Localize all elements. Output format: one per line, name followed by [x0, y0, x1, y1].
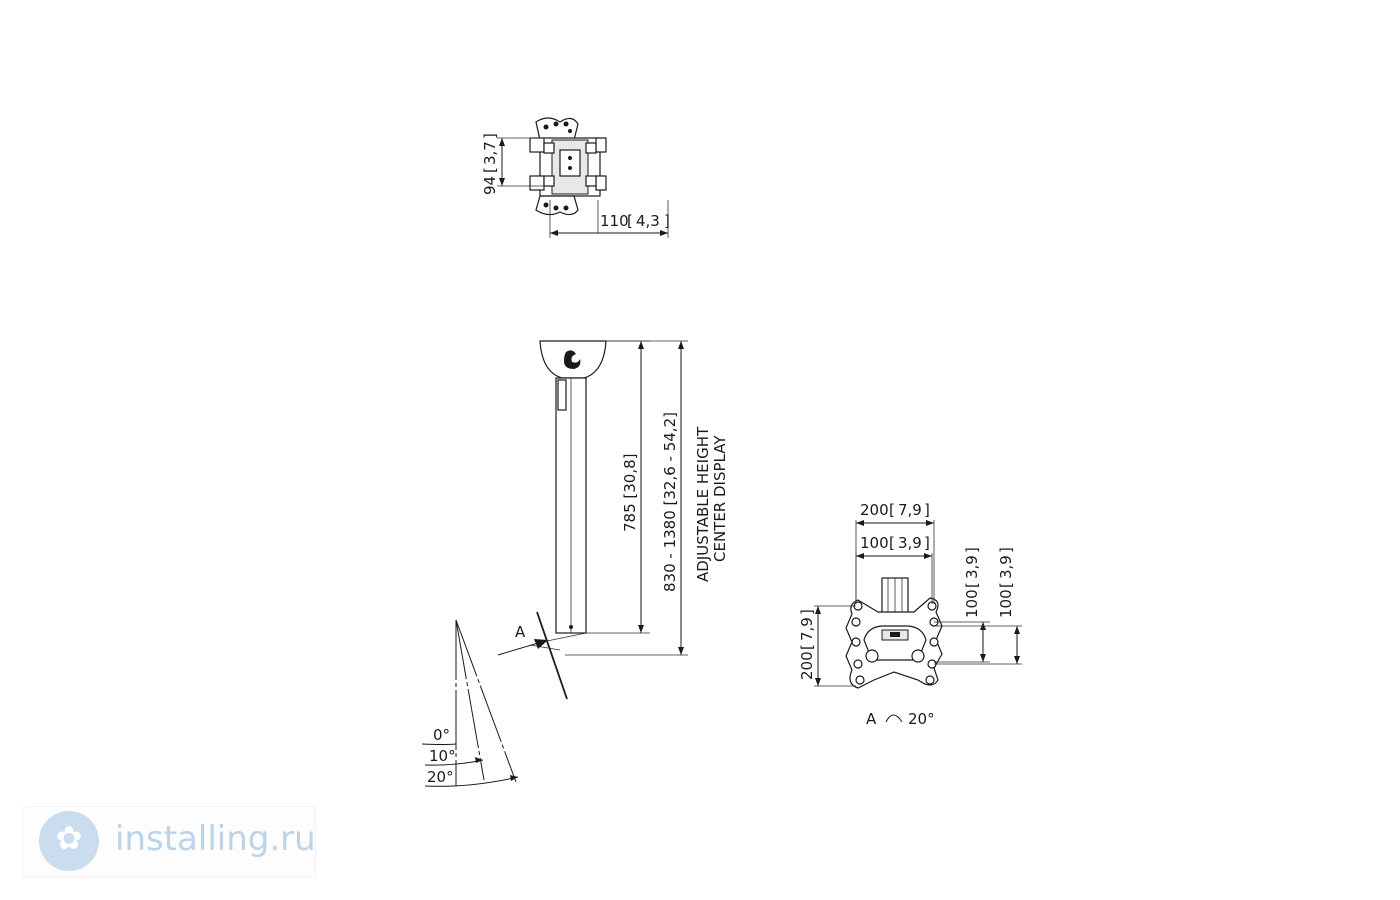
svg-text:100: 100: [963, 589, 981, 618]
svg-text:3,7: 3,7: [481, 141, 499, 165]
svg-text:[: [: [997, 582, 1015, 588]
svg-text:]: ]: [997, 547, 1015, 553]
svg-text:[: [: [889, 534, 895, 552]
watermark: installing.ru: [22, 806, 316, 878]
svg-text:[: [: [963, 582, 981, 588]
arrow-a-label: A: [515, 623, 526, 641]
svg-text:[: [: [889, 501, 895, 519]
top-view-width-dimension: 110 [ 4,3 ]: [600, 212, 670, 230]
svg-text:[: [: [798, 644, 816, 650]
bracket-open: [: [481, 167, 499, 173]
dimension-100-height-2: 100 [ 3,9 ]: [997, 547, 1015, 618]
svg-text:]: ]: [664, 212, 670, 230]
dimension-100-width: 100 [ 3,9 ]: [860, 534, 930, 552]
note-center-display: CENTER DISPLAY: [711, 435, 729, 562]
top-view-height-dimension: 94 [ 3,7 ]: [481, 133, 499, 195]
top-view-bracket: [497, 117, 669, 238]
svg-text:100: 100: [860, 534, 889, 552]
svg-text:[: [: [627, 212, 633, 230]
note-adjustable-height: ADJUSTABLE HEIGHT: [694, 426, 712, 582]
front-view-vesa-plate: [814, 520, 1022, 723]
svg-text:94: 94: [481, 176, 499, 195]
dimension-830-1380: 830 - 1380 [32,6 - 54,2]: [661, 412, 679, 592]
svg-text:4,3: 4,3: [636, 212, 660, 230]
dimension-200-height: 200 [ 7,9 ]: [798, 609, 816, 680]
dimension-100-height-1: 100 [ 3,9 ]: [963, 547, 981, 618]
svg-text:200: 200: [798, 651, 816, 680]
tilt-angle-diagram: [421, 619, 519, 787]
side-view-pole: [497, 340, 688, 700]
svg-text:]: ]: [798, 609, 816, 615]
tilt-label-20: 20°: [427, 768, 454, 786]
svg-text:7,9: 7,9: [798, 617, 816, 641]
watermark-text: installing.ru: [115, 819, 316, 859]
tilt-label-10: 10°: [429, 747, 456, 765]
svg-text:7,9: 7,9: [898, 501, 922, 519]
svg-text:110: 110: [600, 212, 629, 230]
dimension-200-width: 200 [ 7,9 ]: [860, 501, 930, 519]
bracket-close: ]: [481, 133, 499, 139]
svg-text:]: ]: [924, 501, 930, 519]
tilt-label-0: 0°: [433, 726, 450, 744]
installing-logo-icon: [39, 811, 99, 871]
svg-text:]: ]: [963, 547, 981, 553]
svg-text:3,9: 3,9: [997, 555, 1015, 579]
caption-view-a: A: [866, 710, 877, 728]
svg-text:100: 100: [997, 589, 1015, 618]
dimension-785: 785 [30,8]: [621, 453, 639, 532]
svg-text:]: ]: [924, 534, 930, 552]
svg-text:3,9: 3,9: [898, 534, 922, 552]
svg-text:200: 200: [860, 501, 889, 519]
svg-text:3,9: 3,9: [963, 555, 981, 579]
caption-angle: 20°: [908, 710, 935, 728]
